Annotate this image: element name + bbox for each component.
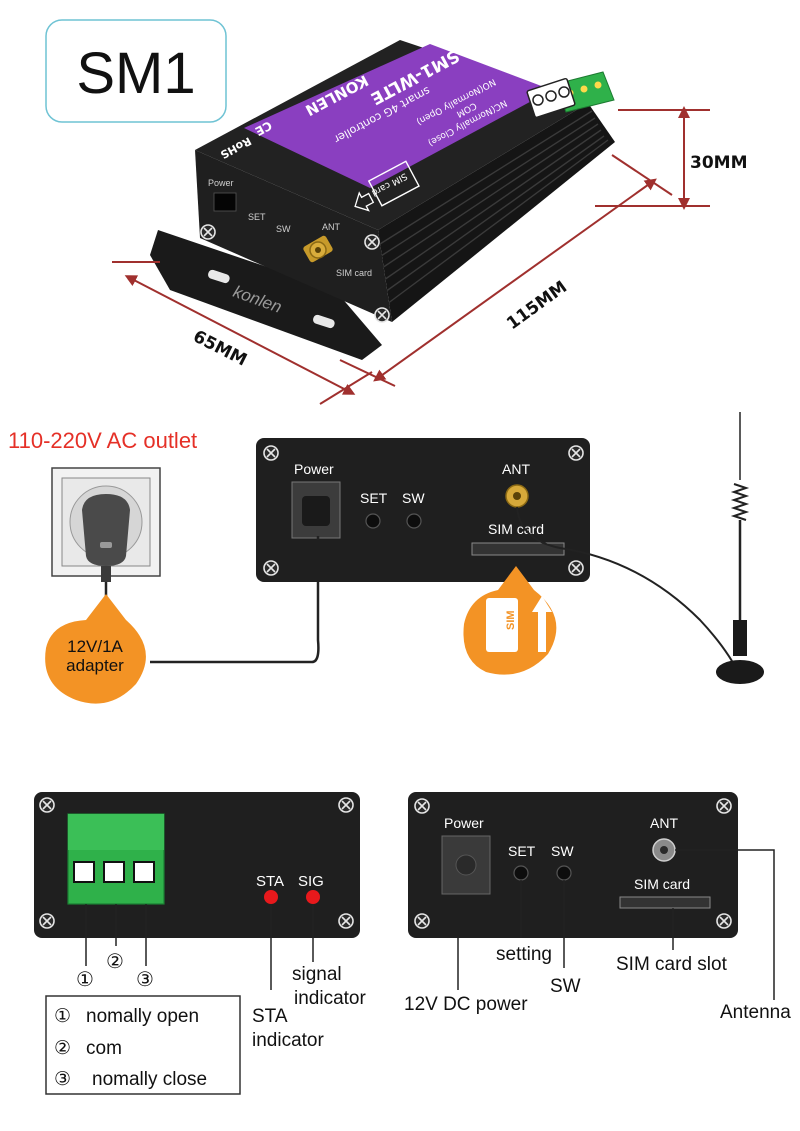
panel-set-label: SET xyxy=(360,490,388,506)
screw-icon xyxy=(39,797,55,813)
sim-insert-text: SIM xyxy=(505,610,517,630)
terminal-panel: STA SIG xyxy=(34,792,360,938)
dimension-65mm-label: 65MM xyxy=(190,327,250,371)
legend-num-2: ② xyxy=(54,1038,71,1059)
model-badge: SM1 xyxy=(45,19,227,123)
panel-ant-label: ANT xyxy=(502,461,530,477)
right-set-button[interactable] xyxy=(513,865,529,881)
terminal-slot-3[interactable] xyxy=(133,861,155,883)
front-power-jack xyxy=(213,192,237,212)
front-set-label: SET xyxy=(248,212,266,222)
power-plug-icon xyxy=(82,494,130,566)
pin-legend: ① nomally open ② com ③ nomally close xyxy=(45,995,241,1095)
antenna-label: Antenna xyxy=(720,1002,791,1023)
front-panel: Power SET SW ANT SIM card xyxy=(408,792,738,938)
panel-sim-label: SIM card xyxy=(488,521,544,537)
front-sim-label: SIM card xyxy=(336,268,372,278)
antenna-icon xyxy=(716,412,764,684)
legend-text-2: com xyxy=(86,1038,122,1059)
screw-icon xyxy=(716,798,732,814)
ac-outlet-label: 110-220V AC outlet xyxy=(8,428,197,453)
right-ant-connector xyxy=(652,838,676,862)
terminal-slot-1[interactable] xyxy=(73,861,95,883)
sw-callout-label: SW xyxy=(550,976,581,997)
screw-icon xyxy=(338,913,354,929)
ant-connector xyxy=(505,484,529,508)
screw-icon xyxy=(338,797,354,813)
screw-icon xyxy=(263,560,279,576)
screw-icon xyxy=(414,913,430,929)
sig-led xyxy=(306,890,320,904)
screw-icon xyxy=(374,307,390,323)
front-ant-label: ANT xyxy=(322,222,341,232)
insert-up-arrow-icon xyxy=(532,596,552,652)
sig-label: SIG xyxy=(298,873,324,890)
dimension-115mm-label: 115MM xyxy=(503,277,571,334)
purple-label xyxy=(244,44,552,188)
sta-indicator-label-2: indicator xyxy=(252,1030,324,1051)
right-ant-label: ANT xyxy=(650,815,678,831)
legend-text-3: nomally close xyxy=(92,1069,207,1090)
signal-indicator-label-1: signal xyxy=(292,964,342,985)
right-sim-label: SIM card xyxy=(634,876,690,892)
set-button[interactable] xyxy=(365,513,381,529)
pin-leaders xyxy=(85,904,314,990)
right-set-label: SET xyxy=(508,843,536,859)
screw-icon xyxy=(568,445,584,461)
legend-num-3: ③ xyxy=(54,1069,71,1090)
sim-insert-badge: SIM xyxy=(463,566,557,675)
adapter-to-device-cable xyxy=(150,536,320,664)
legend-text-1: nomally open xyxy=(86,1006,199,1027)
front-sw-label: SW xyxy=(276,224,291,234)
adapter-line1: 12V/1A xyxy=(67,637,123,656)
front-power-label: Power xyxy=(208,178,234,188)
sma-connector xyxy=(303,235,333,263)
right-power-label: Power xyxy=(444,815,484,831)
pin3-label: ③ xyxy=(136,969,154,991)
setting-label: setting xyxy=(496,944,552,965)
adapter-line2: adapter xyxy=(66,656,124,675)
adapter-badge: 12V/1A adapter xyxy=(45,594,146,704)
antenna-cable xyxy=(516,506,741,677)
screw-icon xyxy=(263,445,279,461)
front-panel-leaders xyxy=(457,849,775,1000)
model-badge-text: SM1 xyxy=(76,41,195,106)
screw-icon xyxy=(414,798,430,814)
screw-icon xyxy=(200,224,216,240)
screw-icon xyxy=(39,913,55,929)
screw-icon xyxy=(364,234,380,250)
panel-sw-label: SW xyxy=(402,490,425,506)
screw-icon xyxy=(716,913,732,929)
dimension-30mm-label: 30MM xyxy=(690,153,748,173)
terminal-slot-2[interactable] xyxy=(103,861,125,883)
sim-card-icon xyxy=(486,598,518,652)
insert-arrow-icon xyxy=(354,191,375,212)
sw-button[interactable] xyxy=(406,513,422,529)
dc-power-label: 12V DC power xyxy=(404,994,528,1015)
sta-led xyxy=(264,890,278,904)
sim-slot-label: SIM card slot xyxy=(616,954,728,975)
screw-icon xyxy=(568,560,584,576)
sta-indicator-label-1: STA xyxy=(252,1006,288,1027)
wall-outlet xyxy=(51,467,161,582)
sta-label: STA xyxy=(256,873,284,890)
signal-indicator-label-2: indicator xyxy=(294,988,366,1009)
right-sim-slot[interactable] xyxy=(619,896,711,909)
panel-power-label: Power xyxy=(294,461,334,477)
legend-num-1: ① xyxy=(54,1006,71,1027)
pin2-label: ② xyxy=(106,951,124,973)
right-sw-button[interactable] xyxy=(556,865,572,881)
terminal-port-symbols xyxy=(526,77,576,119)
right-sw-label: SW xyxy=(551,843,574,859)
wiring-device-panel: Power SET SW ANT SIM card xyxy=(256,438,590,582)
pin1-label: ① xyxy=(76,969,94,991)
